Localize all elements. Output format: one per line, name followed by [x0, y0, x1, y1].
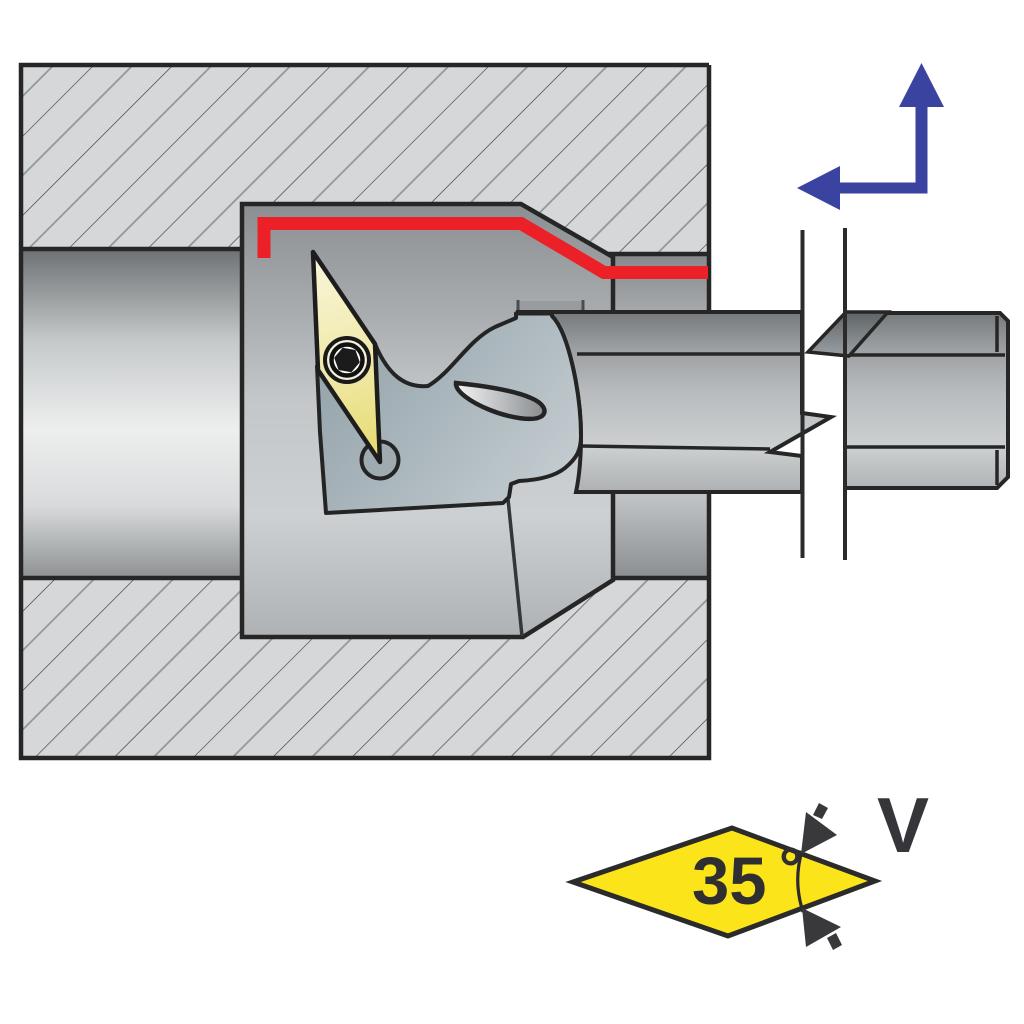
coolant-slot — [453, 380, 547, 422]
insert-designation-v: V — [877, 781, 929, 869]
head-chamfer-edge — [506, 498, 524, 637]
hex-socket-icon — [334, 347, 360, 373]
arrow-left-icon — [797, 166, 840, 210]
angle-arrows — [801, 803, 842, 950]
machined-surface-highlight — [257, 217, 708, 279]
bar-shank-right — [804, 310, 1010, 490]
arrow-up-icon — [899, 63, 944, 107]
bore-surface — [21, 249, 242, 578]
bore-band-lower — [613, 492, 709, 578]
insert-shape-symbol: 35 ° V — [565, 781, 929, 950]
workpiece-cross-section — [18, 62, 712, 761]
clamp-screw — [323, 336, 371, 384]
angle-arrow-top-icon — [801, 812, 837, 854]
bore-band-upper — [604, 253, 709, 312]
angle-arc — [796, 850, 805, 913]
angle-label: 35 — [692, 844, 767, 919]
feed-direction-arrows-icon — [797, 63, 944, 210]
degree-sign: ° — [779, 836, 802, 901]
break-lines — [800, 228, 847, 560]
workpiece-lower-section — [21, 580, 709, 758]
v-insert — [310, 249, 383, 465]
angle-arrow-bottom-icon — [802, 908, 841, 947]
workpiece-outline — [18, 62, 712, 761]
break-beak — [804, 310, 892, 358]
workpiece-upper-section — [21, 65, 709, 255]
